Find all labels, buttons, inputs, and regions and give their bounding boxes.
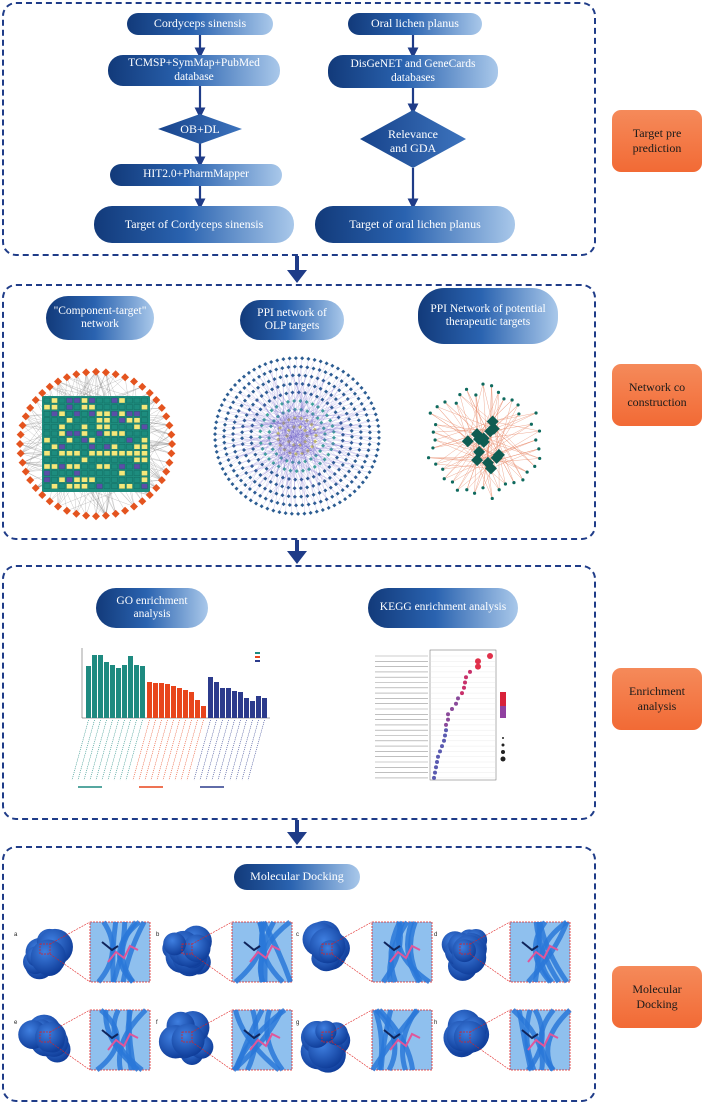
component-target-network-title: "Component-target" network	[46, 296, 154, 340]
network-construction-label: Network co construction	[612, 364, 702, 426]
section-arrows	[287, 256, 307, 845]
therapeutic-ppi-network	[426, 382, 542, 501]
docking-panel-letter: f	[156, 1020, 158, 1026]
target-prediction-label: Target pre prediction	[612, 110, 702, 172]
component-target-network	[16, 367, 176, 521]
enrichment-analysis-label: Enrichment analysis	[612, 668, 702, 730]
relevance-gda-label: Relevance and GDA	[388, 127, 438, 156]
kegg-bubble-chart	[375, 649, 506, 781]
cordyceps-sinensis-node: Cordyceps sinensis	[127, 13, 273, 35]
go-enrichment-title: GO enrichment analysis	[96, 588, 208, 628]
olp-database-node: DisGeNET and GeneCards databases	[328, 55, 498, 88]
ob-dl-diamond	[158, 114, 242, 144]
protein-surface	[302, 920, 350, 972]
protein-surface	[23, 928, 73, 980]
network-construction-panel	[2, 284, 596, 540]
relevance-gda-diamond	[360, 110, 466, 168]
olp-ppi-title: PPI network of OLP targets	[240, 300, 344, 340]
docking-panel-letter: d	[434, 932, 438, 938]
docking-panel	[2, 846, 596, 1102]
molecular-docking-label: Molecular Docking	[612, 966, 702, 1028]
docking-panel-letter: h	[434, 1020, 438, 1026]
flow-arrows-target	[194, 35, 419, 210]
molecular-docking-title: Molecular Docking	[234, 864, 360, 890]
ob-dl-label: OB+DL	[180, 122, 220, 136]
protein-surface	[300, 1020, 351, 1073]
docking-panel-letter: b	[156, 932, 160, 938]
olp-node: Oral lichen planus	[348, 13, 482, 35]
target-prediction-panel	[2, 2, 596, 256]
olp-target-node: Target of oral lichen planus	[315, 206, 515, 243]
enrichment-panel	[2, 565, 596, 820]
docking-panel-letter: e	[14, 1020, 18, 1026]
cordyceps-tool-node: HIT2.0+PharmMapper	[110, 164, 282, 186]
docking-panel-letter: c	[296, 932, 299, 938]
go-bar-chart	[71, 648, 270, 788]
docking-panel-letter: a	[14, 932, 18, 938]
docking-panels	[18, 919, 572, 1073]
cordyceps-target-node: Target of Cordyceps sinensis	[94, 206, 294, 243]
kegg-enrichment-title: KEGG enrichment analysis	[368, 588, 518, 628]
docking-panel-letter: g	[296, 1020, 300, 1026]
cordyceps-database-node: TCMSP+SymMap+PubMed database	[108, 55, 280, 86]
protein-surface	[162, 925, 212, 977]
olp-ppi-network	[213, 356, 381, 516]
protein-surface	[158, 1010, 214, 1066]
therapeutic-ppi-title: PPI Network of potential therapeutic tar…	[418, 288, 558, 344]
